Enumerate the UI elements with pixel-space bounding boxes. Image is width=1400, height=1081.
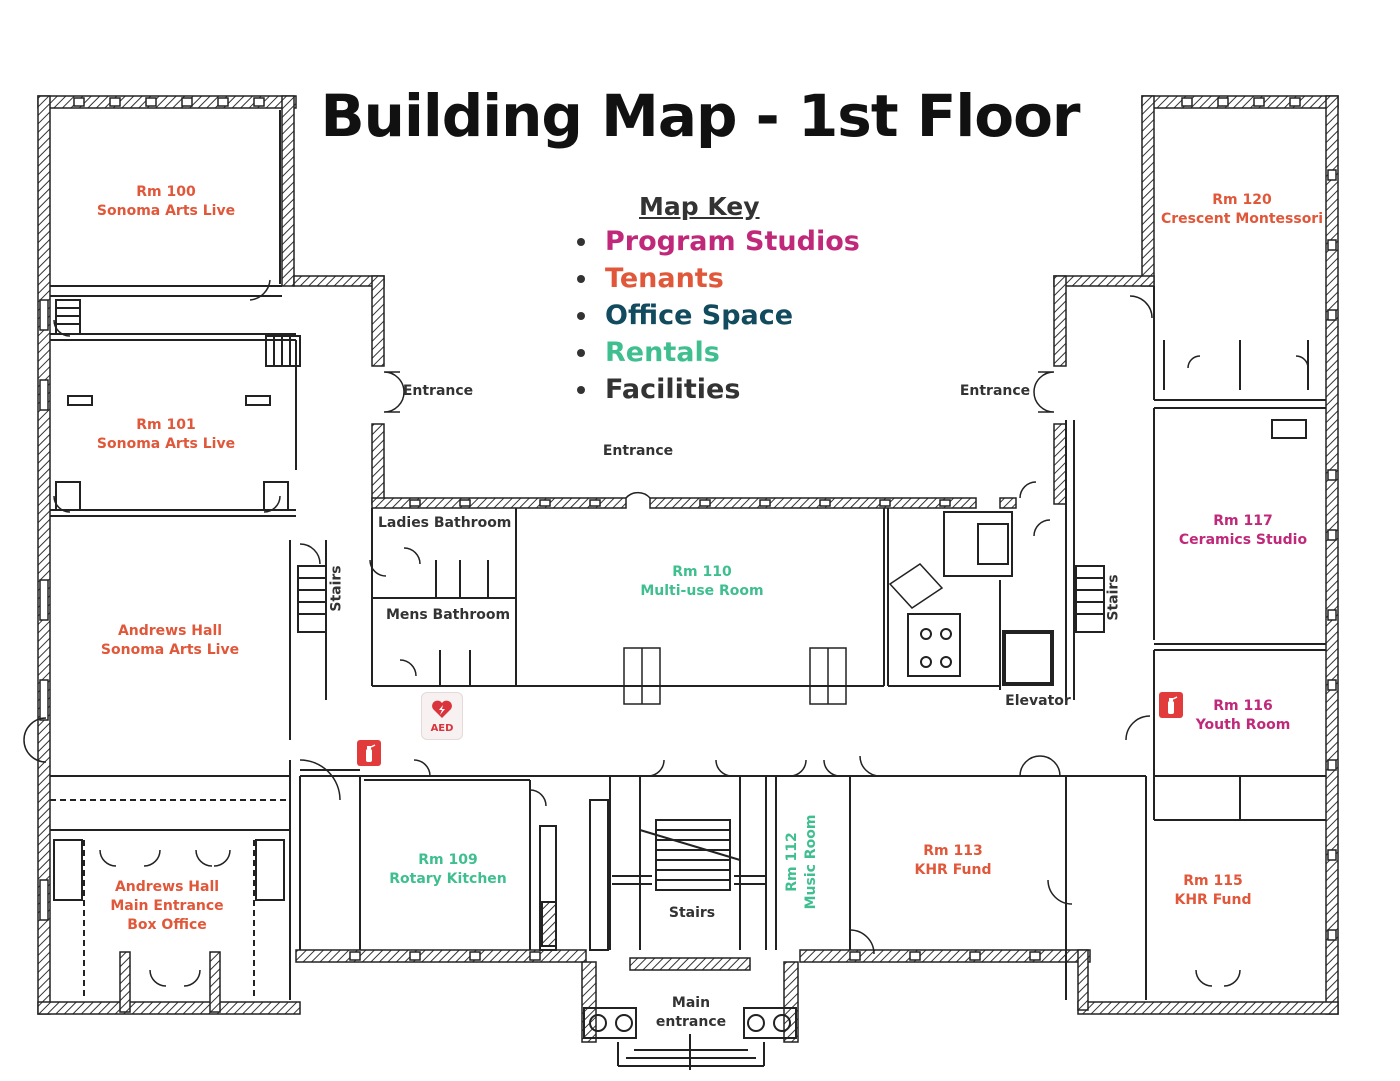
fire-extinguisher-icon — [357, 740, 381, 766]
exterior-walls — [37, 95, 1339, 1043]
interior-walls — [50, 110, 1326, 1070]
key-item-program-studios: Program Studios — [575, 223, 860, 260]
key-item-facilities: Facilities — [575, 371, 860, 408]
aed-label: AED — [430, 723, 454, 734]
page-title: Building Map - 1st Floor — [320, 82, 1080, 150]
label-elevator: Elevator — [1005, 693, 1071, 709]
doors — [23, 279, 1309, 987]
map-key-list: Program Studios Tenants Office Space Ren… — [575, 223, 860, 408]
key-item-tenants: Tenants — [575, 260, 860, 297]
aed-marker: AED — [421, 692, 463, 740]
key-item-rentals: Rentals — [575, 334, 860, 371]
key-item-office-space: Office Space — [575, 297, 860, 334]
label-entrance-left: Entrance — [402, 383, 474, 399]
label-entrance-center: Entrance — [602, 443, 674, 459]
label-stairs-left: Stairs — [328, 565, 345, 612]
label-entrance-right: Entrance — [959, 383, 1031, 399]
label-stairs-center: Stairs — [668, 905, 716, 921]
map-key-title: Map Key — [639, 192, 760, 221]
map-key: Map Key Program Studios Tenants Office S… — [575, 192, 860, 408]
label-ladies-bathroom: Ladies Bathroom — [378, 515, 512, 531]
window-marks — [39, 97, 1337, 961]
heart-icon — [432, 700, 452, 718]
label-stairs-right: Stairs — [1105, 574, 1122, 621]
fire-extinguisher-icon — [1159, 692, 1183, 718]
label-mens-bathroom: Mens Bathroom — [385, 607, 511, 623]
